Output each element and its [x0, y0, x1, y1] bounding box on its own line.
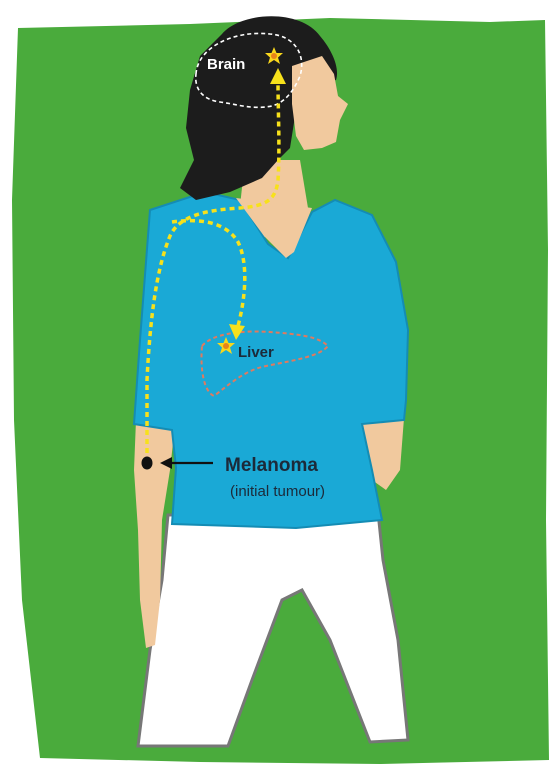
dot-icon: [142, 457, 153, 470]
melanoma-note: (initial tumour): [230, 483, 325, 500]
brain-label: Brain: [207, 56, 245, 73]
melanoma-label: Melanoma: [225, 455, 318, 476]
liver-label: Liver: [238, 344, 274, 361]
